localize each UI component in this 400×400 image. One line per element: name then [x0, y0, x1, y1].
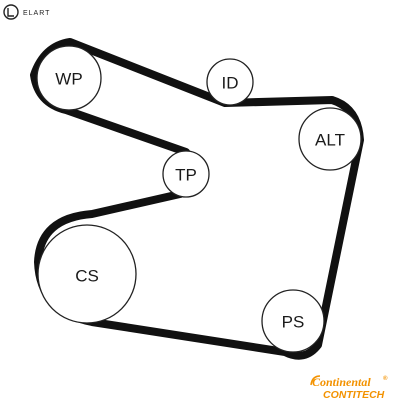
pulley-cs: CS	[37, 224, 137, 324]
pulley-alt-label: ALT	[315, 131, 345, 150]
registered-mark: ®	[383, 375, 388, 382]
elart-logo: ELART	[3, 4, 50, 20]
pulley-id-label: ID	[222, 74, 239, 93]
pulley-id-circle	[206, 58, 254, 106]
pulley-wp-label: WP	[55, 70, 82, 89]
continental-logo: Continental ® CONTITECH	[310, 375, 388, 400]
pulley-id: ID	[206, 58, 254, 106]
brand-name: ELART	[23, 10, 50, 17]
contitech-wordmark: CONTITECH	[323, 389, 385, 400]
pulley-cs-circle	[37, 224, 137, 324]
pulley-ps: PS	[261, 289, 325, 353]
elart-circle-logo-icon	[3, 4, 19, 20]
pulley-wp-circle	[36, 45, 102, 111]
pulley-tp-label: TP	[175, 166, 197, 185]
continental-wordmark: Continental	[312, 375, 371, 389]
pulley-wp: WP	[36, 45, 102, 111]
pulley-tp-circle	[162, 150, 210, 198]
pulley-alt: ALT	[298, 107, 362, 171]
continental-horse-icon	[310, 375, 321, 386]
pulley-ps-label: PS	[282, 313, 305, 332]
pulley-ps-circle	[261, 289, 325, 353]
pulley-alt-circle	[298, 107, 362, 171]
pulley-cs-label: CS	[75, 267, 99, 286]
pulley-tp: TP	[162, 150, 210, 198]
elart-mark-icon	[7, 8, 14, 17]
